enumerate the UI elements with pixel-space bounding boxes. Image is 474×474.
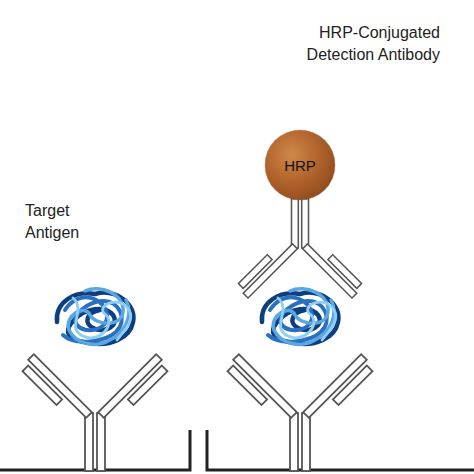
- capture-antibody: [20, 354, 171, 471]
- part-label: Target Antigen: [25, 200, 97, 244]
- detection-antibody: [236, 199, 364, 298]
- capture-antibody: [225, 354, 376, 471]
- well-wall: [0, 430, 190, 470]
- target-antigen: [262, 289, 339, 345]
- target-antigen: [57, 289, 134, 345]
- enzyme-label: HRP: [284, 157, 316, 174]
- well-wall: [207, 430, 474, 470]
- part-label: HRP-Conjugated Detection Antibody: [305, 22, 440, 66]
- enzyme-sphere: HRP: [265, 130, 335, 200]
